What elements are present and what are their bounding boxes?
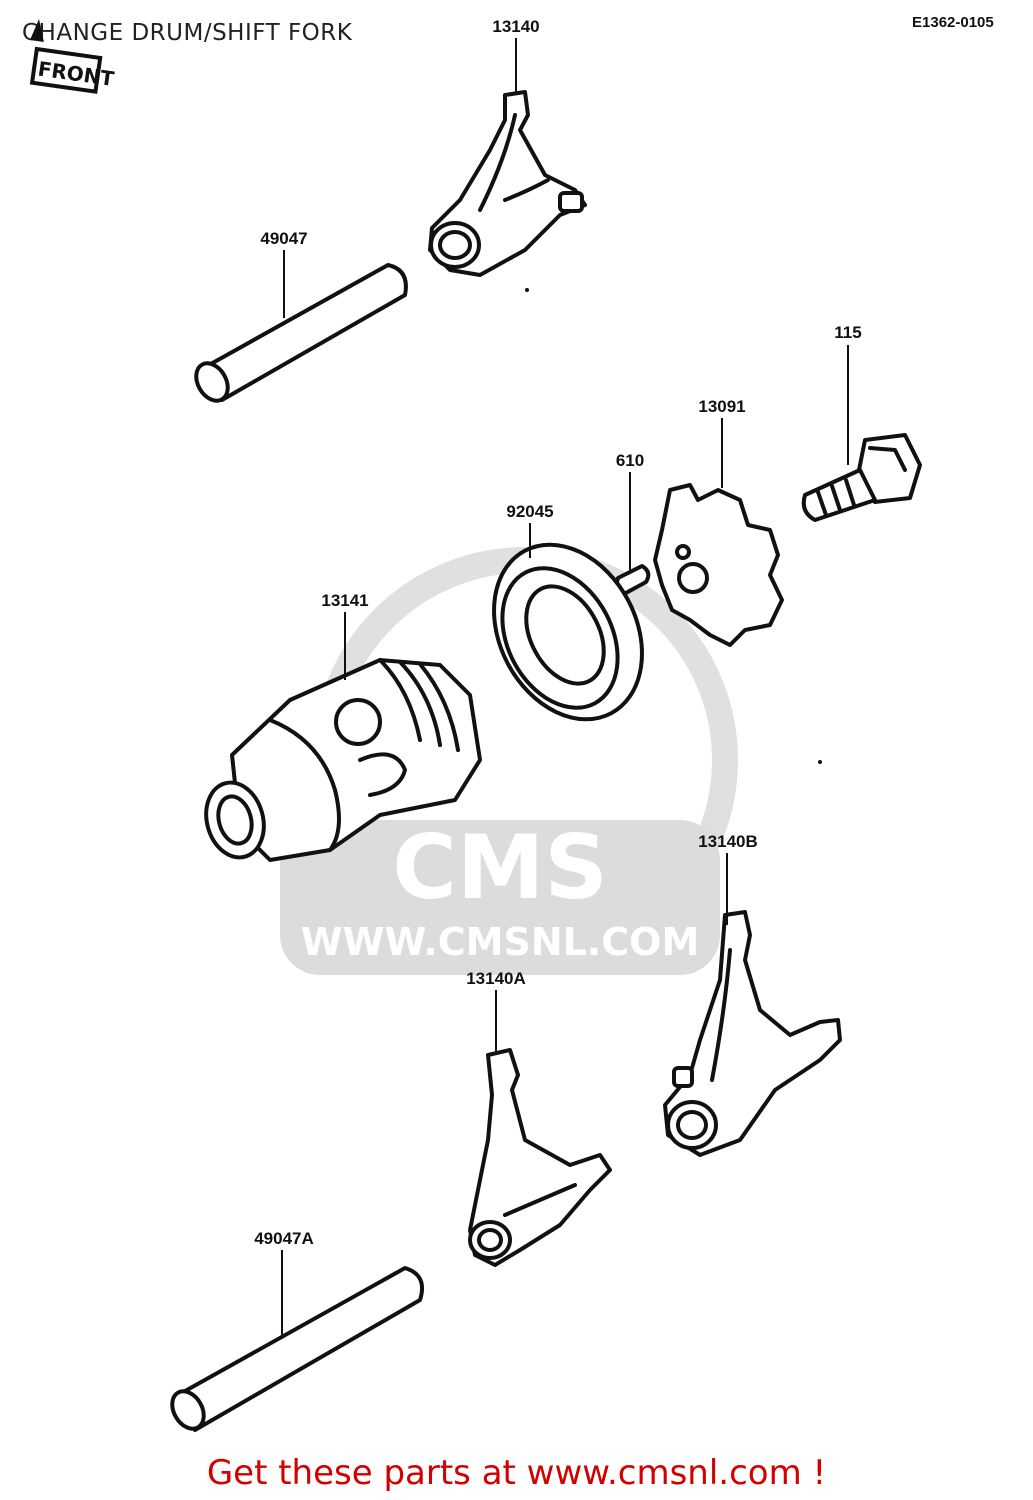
- change-drum-star-plate: [653, 483, 784, 647]
- bolt: [801, 433, 922, 522]
- part-label: 49047: [260, 229, 307, 248]
- speck: [818, 760, 822, 764]
- part-label: 13140B: [698, 832, 758, 851]
- watermark-url: WWW.CMSNL.COM: [301, 920, 700, 964]
- part-labels: 13140 49047 115 13091 610 92045 13141 13…: [254, 17, 862, 1248]
- speck: [525, 288, 529, 292]
- footer-link-text[interactable]: Get these parts at www.cmsnl.com !: [206, 1453, 827, 1493]
- shift-rod-upper: [194, 263, 408, 403]
- shift-fork-upper: [428, 90, 587, 277]
- part-label: 13140A: [466, 969, 526, 988]
- part-label: 13091: [698, 397, 745, 416]
- shift-rod-lower: [170, 1266, 425, 1432]
- part-label: 115: [834, 323, 861, 342]
- diagram-title: CHANGE DRUM/SHIFT FORK: [22, 20, 353, 46]
- change-drum: [204, 658, 482, 862]
- ball-bearing: [492, 542, 644, 722]
- front-arrow-icon: FRONT: [29, 19, 116, 94]
- part-label: 13140: [492, 17, 539, 36]
- shift-fork-left: [468, 1048, 612, 1267]
- part-label: 49047A: [254, 1229, 314, 1248]
- part-label: 610: [616, 451, 644, 470]
- leader-lines: [281, 38, 849, 1335]
- reference-code: E1362-0105: [912, 14, 994, 31]
- part-label: 13141: [321, 591, 368, 610]
- watermark-brand: CMS: [392, 816, 608, 919]
- part-label: 92045: [506, 502, 553, 521]
- shift-fork-right: [663, 910, 842, 1157]
